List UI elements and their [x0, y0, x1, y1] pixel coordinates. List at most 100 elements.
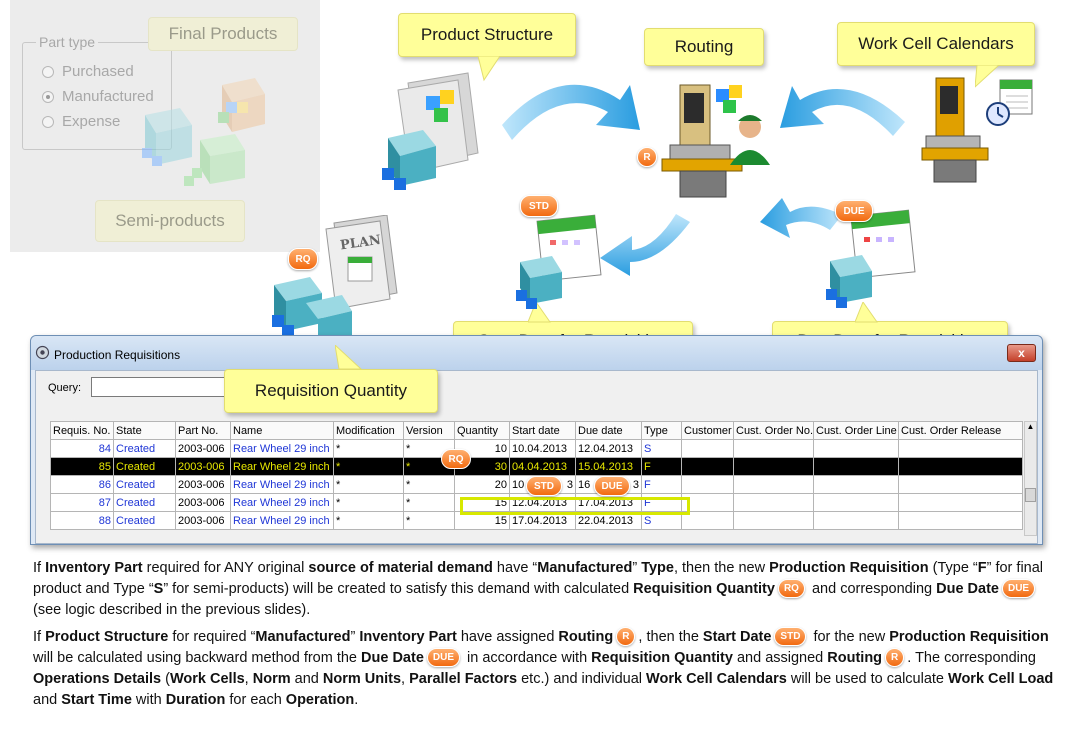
cell-type: F: [641, 457, 682, 476]
cell-part-no: 2003-006: [175, 511, 231, 530]
cell-quantity: 20: [454, 475, 510, 494]
column-header[interactable]: Requis. No.: [50, 421, 114, 440]
description-text: and: [290, 671, 323, 687]
description-paragraph-1: If Inventory Part required for ANY origi…: [33, 558, 1063, 621]
column-header[interactable]: Due date: [575, 421, 642, 440]
radio-icon: [42, 65, 54, 78]
description-text: for required “: [168, 629, 256, 645]
description-text: Operation: [285, 692, 355, 708]
description-text: Due Date: [361, 650, 424, 666]
table-header-row: Requis. No. State Part No. Name Modifica…: [50, 421, 1023, 440]
radio-icon: [42, 115, 54, 128]
radio-expense[interactable]: Expense: [42, 113, 120, 130]
cell-modification: *: [333, 511, 404, 530]
product-structure-callout: Product Structure: [398, 13, 576, 57]
radio-label: Manufactured: [62, 88, 154, 105]
column-header[interactable]: State: [113, 421, 176, 440]
close-button[interactable]: x: [1007, 344, 1036, 362]
cell-requis-no: 87: [50, 493, 114, 512]
description-text: Parallel Factors: [409, 671, 518, 687]
table-row[interactable]: 87 Created 2003-006 Rear Wheel 29 inch *…: [50, 493, 1023, 512]
table-row[interactable]: 86 Created 2003-006 Rear Wheel 29 inch *…: [50, 475, 1023, 494]
description-text: , then the new: [673, 560, 770, 576]
due-badge: DUE: [426, 647, 461, 667]
vertical-scrollbar[interactable]: ▲: [1024, 421, 1037, 536]
column-header[interactable]: Modification: [333, 421, 404, 440]
description-text: Duration: [165, 692, 226, 708]
requisition-quantity-label: Requisition Quantity: [254, 381, 408, 400]
routing-label: Routing: [674, 37, 734, 56]
description-text: S: [153, 581, 164, 597]
column-header[interactable]: Cust. Order Release: [898, 421, 1023, 440]
description-text: in accordance with: [463, 650, 592, 666]
scroll-up-icon[interactable]: ▲: [1026, 422, 1035, 431]
cell-cust-order-line: [813, 457, 899, 476]
std-badge: STD: [526, 476, 562, 496]
cell-cust-order-release: [898, 439, 1023, 458]
description-text: will be calculated using backward method…: [33, 650, 362, 666]
callout-tail: [528, 302, 551, 323]
column-header[interactable]: Version: [403, 421, 455, 440]
query-input[interactable]: [91, 377, 246, 397]
column-header[interactable]: Name: [230, 421, 334, 440]
rq-badge: RQ: [288, 248, 318, 270]
cell-state: Created: [113, 475, 176, 494]
cell-cust-order-line: [813, 511, 899, 530]
routing-badge: R: [637, 147, 657, 167]
description-text: ,: [401, 671, 410, 687]
table-row[interactable]: 84 Created 2003-006 Rear Wheel 29 inch *…: [50, 439, 1023, 458]
faded-boxes-icon: [142, 78, 265, 186]
table-row[interactable]: 88 Created 2003-006 Rear Wheel 29 inch *…: [50, 511, 1023, 530]
cell-requis-no: 85: [50, 457, 114, 476]
window-titlebar[interactable]: Production Requisitions x: [31, 336, 1042, 370]
description-text: Production Requisition: [889, 629, 1049, 645]
cell-name: Rear Wheel 29 inch: [230, 457, 334, 476]
radio-purchased[interactable]: Purchased: [42, 63, 134, 80]
callout-tail: [478, 56, 501, 82]
scrollbar-thumb[interactable]: [1025, 488, 1036, 502]
cell-due-date: 22.04.2013: [575, 511, 642, 530]
column-header[interactable]: Quantity: [454, 421, 510, 440]
column-header[interactable]: Part No.: [175, 421, 231, 440]
description-text: Requisition Quantity: [591, 650, 733, 666]
gear-window-icon: [35, 345, 50, 360]
cell-name: Rear Wheel 29 inch: [230, 493, 334, 512]
curved-arrow-icon: [600, 214, 690, 276]
callout-tail: [975, 65, 1000, 88]
description-text: Production Requisition: [769, 560, 929, 576]
radio-manufactured[interactable]: Manufactured: [42, 88, 154, 105]
std-badge: STD: [774, 626, 807, 646]
cell-version: *: [403, 475, 455, 494]
column-header[interactable]: Type: [641, 421, 682, 440]
cell-state: Created: [113, 493, 176, 512]
description-text: ”: [632, 560, 642, 576]
cell-modification: *: [333, 493, 404, 512]
cell-due-date-tail: 3: [632, 478, 639, 491]
description-text: etc.) and individual: [517, 671, 647, 687]
work-cell-calendars-callout: Work Cell Calendars: [837, 22, 1035, 66]
cell-cust-order-release: [898, 457, 1023, 476]
curved-arrow-icon: [502, 84, 640, 140]
table-row-selected[interactable]: 85 Created 2003-006 Rear Wheel 29 inch *…: [50, 457, 1023, 476]
requisitions-table: Requis. No. State Part No. Name Modifica…: [50, 421, 1023, 530]
semi-products-label: Semi-products: [115, 211, 225, 230]
requisition-quantity-callout: Requisition Quantity: [224, 369, 438, 413]
description-text: , then the: [638, 629, 703, 645]
window-body: Query: Requis. No. State Part No. Name M…: [35, 370, 1038, 544]
cell-due-date: 15.04.2013: [575, 457, 642, 476]
column-header[interactable]: Start date: [509, 421, 576, 440]
flow-arrows: [502, 84, 905, 276]
cell-cust-order-release: [898, 475, 1023, 494]
description-text: Type: [641, 560, 674, 576]
cell-version: *: [403, 493, 455, 512]
description-text: Inventory Part: [359, 629, 457, 645]
column-header[interactable]: Cust. Order Line: [813, 421, 899, 440]
callout-tail: [855, 302, 878, 323]
column-header[interactable]: Cust. Order No.: [733, 421, 814, 440]
cell-start-date: 17.04.2013: [509, 511, 576, 530]
cell-requis-no: 86: [50, 475, 114, 494]
r-badge: R: [616, 626, 636, 646]
description-text: required for ANY original: [142, 560, 309, 576]
description-text: Norm Units: [322, 671, 402, 687]
column-header[interactable]: Customer: [681, 421, 734, 440]
